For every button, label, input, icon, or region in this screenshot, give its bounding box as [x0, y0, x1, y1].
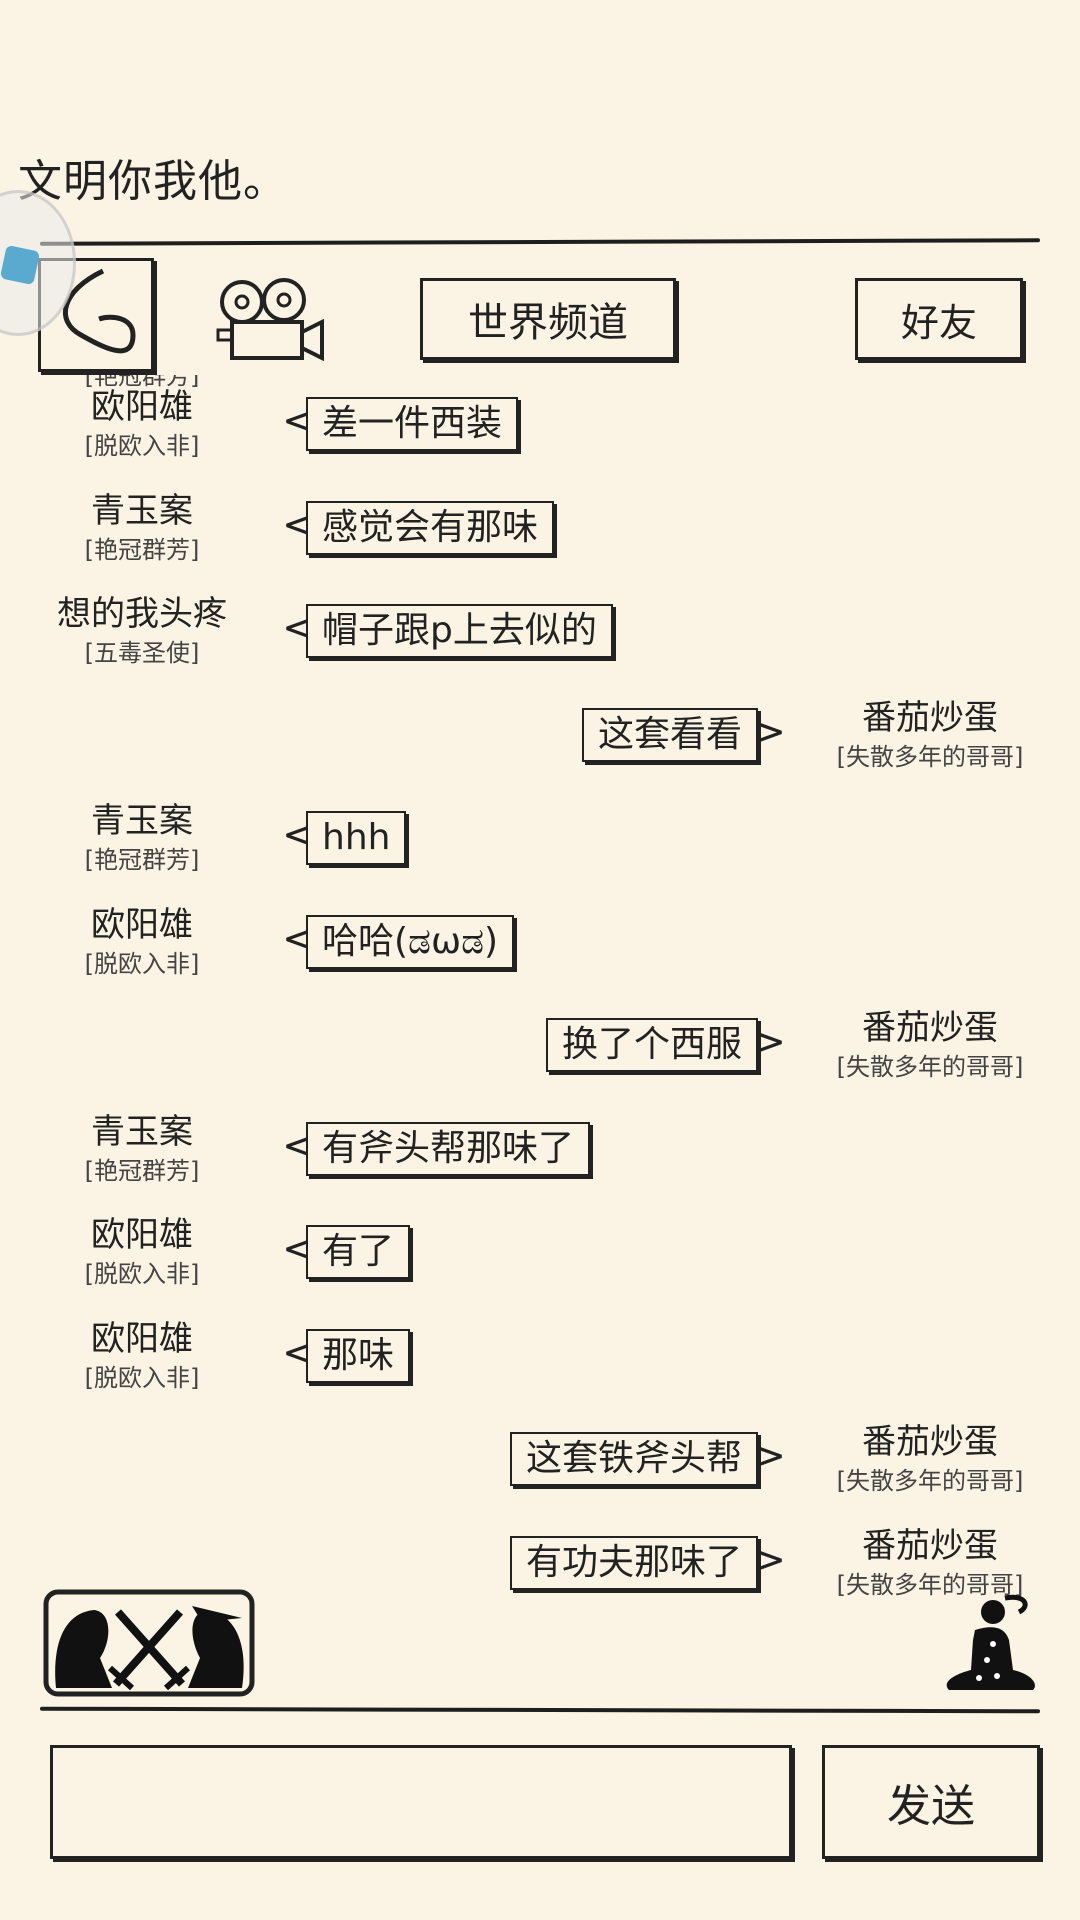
bubble-tail-icon: >	[752, 1536, 786, 1583]
sender-name: 番茄炒蛋	[862, 1525, 998, 1566]
bubble-tail-icon: >	[752, 1019, 786, 1065]
chat-input-box[interactable]	[50, 1745, 792, 1859]
message-sender[interactable]: 想的我头疼 [五毒圣使]	[32, 592, 252, 670]
sender-title: [艳冠群芳]	[84, 1156, 200, 1185]
chat-message-row: 欧阳雄[脱欧入非]<差一件西装	[0, 385, 1080, 489]
sender-title: [脱欧入非]	[84, 1363, 200, 1392]
message-bubble[interactable]: 这套铁斧头帮	[509, 1432, 758, 1486]
chat-message-row: 番茄炒蛋 [失散多年的哥哥] >换了个西服	[0, 1006, 1080, 1110]
sender-title: [艳冠群芳]	[84, 535, 200, 564]
message-bubble[interactable]: hhh	[306, 811, 407, 865]
bubble-tail-icon: >	[752, 1433, 786, 1479]
bubble-tail-icon: >	[752, 708, 786, 755]
sender-name: 青玉案	[91, 1111, 193, 1152]
message-sender[interactable]: 青玉案 [艳冠群芳]	[32, 1110, 252, 1188]
chat-message-row: 番茄炒蛋 [失散多年的哥哥] >这套铁斧头帮	[0, 1420, 1080, 1524]
message-sender[interactable]: 番茄炒蛋 [失散多年的哥哥]	[820, 1420, 1040, 1498]
sender-title: [艳冠群芳]	[84, 846, 200, 874]
message-bubble[interactable]: 差一件西装	[306, 397, 519, 451]
message-bubble[interactable]: 帽子跟p上去似的	[306, 604, 613, 658]
sender-title: [失散多年的哥哥]	[836, 742, 1024, 771]
message-bubble[interactable]: 这套看看	[581, 707, 758, 762]
message-sender[interactable]: 青玉案 [艳冠群芳]	[32, 799, 252, 877]
divider-bottom	[39, 1706, 1041, 1714]
back-heart-icon	[63, 268, 136, 354]
system-notice: 文明你我他。	[18, 156, 288, 207]
chat-message-row: 青玉案[艳冠群芳]<感觉会有那味	[0, 489, 1080, 593]
sender-title: [脱欧入非]	[84, 432, 200, 460]
message-sender[interactable]: 欧阳雄 [脱欧入非]	[32, 1213, 252, 1291]
chat-message-row: 番茄炒蛋 [失散多年的哥哥] >这套看看	[0, 696, 1080, 800]
chat-message-row: 欧阳雄[脱欧入非]<有了	[0, 1213, 1080, 1317]
message-bubble[interactable]: 有了	[306, 1225, 411, 1279]
message-sender[interactable]: 欧阳雄 [脱欧入非]	[32, 903, 252, 981]
message-input[interactable]	[53, 1748, 789, 1856]
chat-message-row: 欧阳雄[脱欧入非]<那味	[0, 1317, 1080, 1421]
message-sender[interactable]: 青玉案 [艳冠群芳]	[32, 489, 252, 567]
divider-top	[39, 238, 1041, 246]
sender-title: [脱欧入非]	[84, 949, 200, 978]
message-bubble[interactable]: 有斧头帮那味了	[306, 1121, 591, 1176]
message-bubble[interactable]: 那味	[306, 1328, 411, 1383]
message-bubble[interactable]: 有功夫那味了	[509, 1535, 758, 1590]
meditating-figure-icon[interactable]	[935, 1590, 1045, 1700]
chat-message-row: 青玉案[艳冠群芳]<hhh	[0, 799, 1080, 903]
assistant-icon	[0, 244, 41, 286]
crossed-swords-icon[interactable]	[42, 1588, 256, 1698]
sender-name: 欧阳雄	[91, 904, 193, 945]
sender-title: [五毒圣使]	[84, 639, 200, 667]
chat-message-row: 青玉案[艳冠群芳]<有斧头帮那味了	[0, 1110, 1080, 1214]
tab-world-channel[interactable]: 世界频道	[420, 278, 676, 360]
chat-message-row: 想的我头疼[五毒圣使]<帽子跟p上去似的	[0, 592, 1080, 696]
chat-list[interactable]: [艳冠群芳] 欧阳雄[脱欧入非]<差一件西装青玉案[艳冠群芳]<感觉会有那味想的…	[0, 375, 1080, 1605]
sender-name: 想的我头疼	[57, 594, 227, 634]
message-sender[interactable]: 番茄炒蛋 [失散多年的哥哥]	[820, 1006, 1040, 1084]
message-sender[interactable]: 欧阳雄 [脱欧入非]	[32, 1317, 252, 1395]
message-bubble[interactable]: 哈哈(ಡωಡ)	[306, 914, 515, 969]
sender-title: [失散多年的哥哥]	[836, 1053, 1024, 1081]
sender-name: 青玉案	[91, 490, 193, 531]
message-sender[interactable]: 番茄炒蛋 [失散多年的哥哥]	[820, 696, 1040, 774]
sender-title: [失散多年的哥哥]	[836, 1570, 1024, 1599]
sender-name: 番茄炒蛋	[862, 1008, 998, 1048]
sender-name: 番茄炒蛋	[862, 697, 998, 738]
tab-friends[interactable]: 好友	[855, 278, 1023, 360]
message-bubble[interactable]: 感觉会有那味	[306, 500, 555, 555]
chat-message-row: 欧阳雄[脱欧入非]<哈哈(ಡωಡ)	[0, 903, 1080, 1007]
sender-name: 番茄炒蛋	[862, 1422, 998, 1462]
sender-name: 欧阳雄	[91, 1318, 193, 1359]
send-button[interactable]: 发送	[822, 1745, 1040, 1859]
sender-title: [脱欧入非]	[84, 1260, 200, 1288]
sender-name: 欧阳雄	[91, 1215, 193, 1255]
sender-name: 欧阳雄	[91, 387, 193, 427]
partial-sender-title: [艳冠群芳]	[84, 375, 200, 390]
message-sender[interactable]: 番茄炒蛋 [失散多年的哥哥]	[820, 1524, 1040, 1602]
sender-title: [失散多年的哥哥]	[836, 1467, 1024, 1495]
film-camera-icon[interactable]	[212, 272, 327, 367]
chat-message-row: 番茄炒蛋 [失散多年的哥哥] >有功夫那味了	[0, 1524, 1080, 1606]
message-bubble[interactable]: 换了个西服	[545, 1018, 758, 1072]
message-sender[interactable]: 欧阳雄 [脱欧入非]	[32, 385, 252, 463]
sender-name: 青玉案	[91, 801, 193, 841]
